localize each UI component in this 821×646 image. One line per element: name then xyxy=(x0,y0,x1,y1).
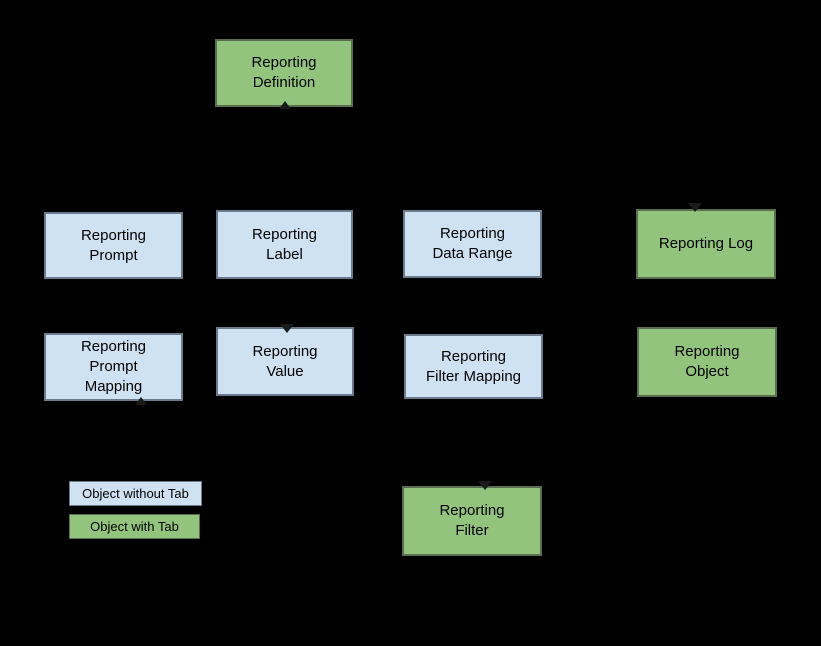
legend-item-with-tab: Object with Tab xyxy=(69,514,200,539)
node-reporting-object: Reporting Object xyxy=(637,327,777,397)
legend-item-label: Object without Tab xyxy=(82,486,189,501)
arrowhead-icon xyxy=(135,397,147,405)
arrowhead-icon xyxy=(279,101,291,109)
node-label: Reporting Definition xyxy=(251,54,317,91)
node-label: Reporting Filter Mapping xyxy=(425,347,522,385)
node-label: Reporting Prompt xyxy=(80,226,147,264)
node-reporting-prompt-mapping: Reporting Prompt Mapping xyxy=(44,333,183,401)
node-label: Reporting Filter xyxy=(439,502,505,539)
node-reporting-label: Reporting Label xyxy=(216,210,353,279)
node-label: Reporting Prompt Mapping xyxy=(80,338,147,395)
node-label: Reporting Object xyxy=(674,343,740,380)
node-reporting-prompt: Reporting Prompt xyxy=(44,212,183,279)
node-label: Reporting Value xyxy=(252,342,318,380)
node-reporting-filter: Reporting Filter xyxy=(402,486,542,556)
node-reporting-filter-mapping: Reporting Filter Mapping xyxy=(404,334,543,399)
node-label: Reporting Data Range xyxy=(432,225,513,262)
node-reporting-log: Reporting Log xyxy=(636,209,776,279)
arrowhead-icon xyxy=(478,481,492,490)
arrowhead-icon xyxy=(280,324,294,333)
legend-item-label: Object with Tab xyxy=(90,519,179,534)
node-reporting-definition: Reporting Definition xyxy=(215,39,353,107)
node-label: Reporting Log xyxy=(658,235,754,252)
node-label: Reporting Label xyxy=(251,225,318,263)
node-reporting-value: Reporting Value xyxy=(216,327,354,396)
node-reporting-data-range: Reporting Data Range xyxy=(403,210,542,278)
legend-item-without-tab: Object without Tab xyxy=(69,481,202,506)
arrowhead-icon xyxy=(688,203,702,212)
